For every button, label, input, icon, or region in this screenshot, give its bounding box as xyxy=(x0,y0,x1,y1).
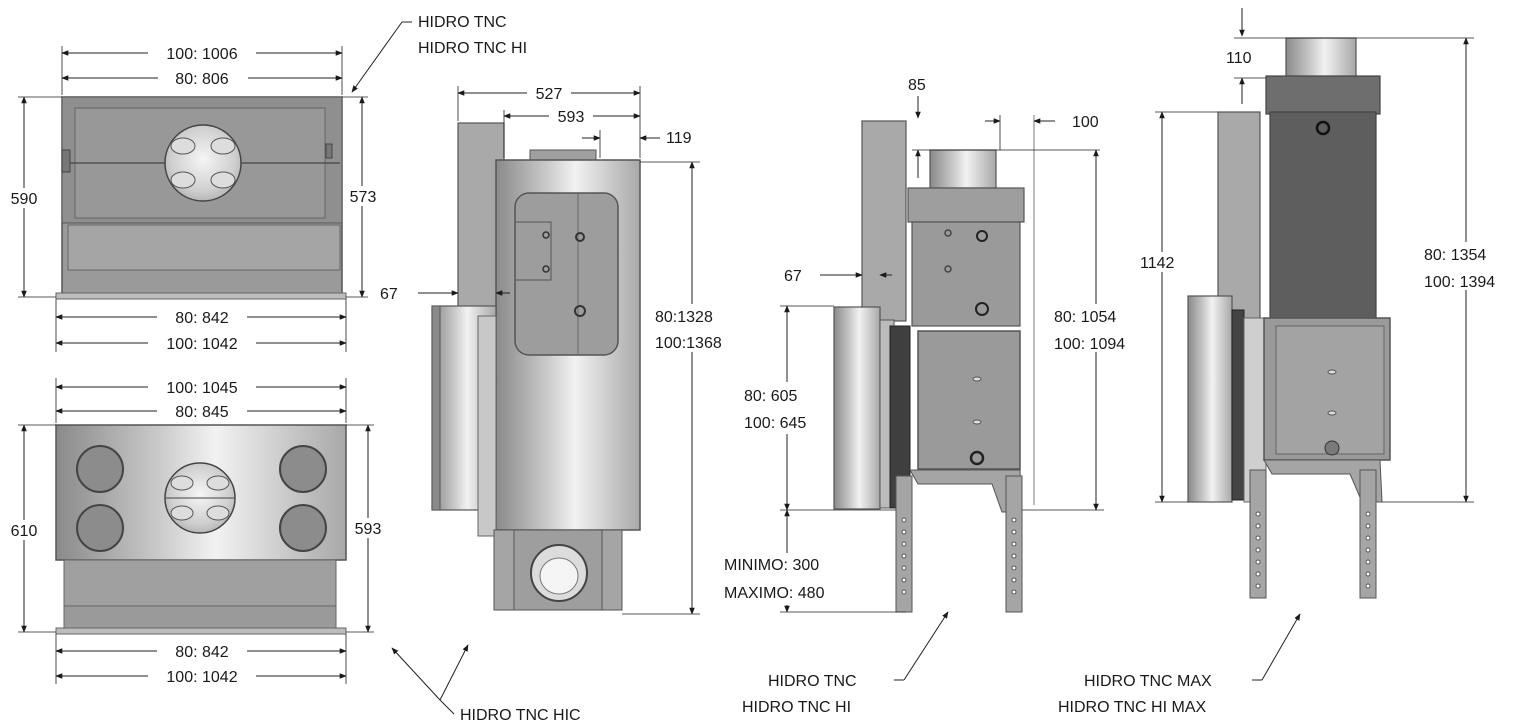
bottom-view: 100: 1045 80: 845 610 593 80: 842 100: 1… xyxy=(4,377,388,686)
max-flue-collar xyxy=(1285,37,1357,79)
bottom-height-right: 593 xyxy=(355,521,382,538)
bottom-base-100: 100: 1042 xyxy=(166,669,237,686)
tnc-side-67: 67 xyxy=(784,268,802,285)
max-extension xyxy=(1269,111,1377,323)
label-hidro-tnc-top: HIDRO TNC xyxy=(418,14,507,31)
max-top-110: 110 xyxy=(1226,50,1252,67)
bottom-width-80: 80: 845 xyxy=(175,404,228,421)
hic-height-100: 100:1368 xyxy=(655,335,722,352)
top-width-100: 100: 1006 xyxy=(166,46,237,63)
vent-openings xyxy=(76,445,327,552)
tnc-side-column xyxy=(861,120,907,322)
bottom-height-left: 610 xyxy=(11,523,38,540)
max-side-column xyxy=(1217,111,1261,321)
top-view-lower-panel xyxy=(67,224,341,271)
top-base-100: 100: 1042 xyxy=(166,336,237,353)
hic-flue-119: 119 xyxy=(666,130,692,147)
hic-width-527: 527 xyxy=(536,86,563,103)
label-hidro-tnc-bottom: HIDRO TNC xyxy=(768,673,857,690)
tnc-leg-max: MAXIMO: 480 xyxy=(724,585,825,602)
label-hidro-tnc-hi-max: HIDRO TNC HI MAX xyxy=(1058,699,1206,716)
top-height-right: 573 xyxy=(350,189,377,206)
tnc-flue-100: 100 xyxy=(1072,114,1099,131)
tnc-top-85: 85 xyxy=(908,77,926,94)
tnc-upper-body xyxy=(911,221,1021,327)
tnc-view: 85 100 67 80: 1054 100: 1094 80: 605 100… xyxy=(722,77,1144,716)
tnc-leg-min: MINIMO: 300 xyxy=(724,557,819,574)
max-leg-left xyxy=(1249,469,1267,599)
hic-width-593: 593 xyxy=(558,109,585,126)
tnc-door-80: 80: 605 xyxy=(744,388,797,405)
bottom-view-middle-panel xyxy=(63,559,337,607)
max-door-panel xyxy=(1187,295,1233,503)
hic-height-80: 80:1328 xyxy=(655,309,713,326)
bottom-width-100: 100: 1045 xyxy=(166,380,237,397)
label-hidro-tnc-hic: HIDRO TNC HIC xyxy=(460,707,581,724)
max-leg-right xyxy=(1359,469,1377,599)
tnc-lower-body xyxy=(917,330,1021,470)
hic-side-67: 67 xyxy=(380,286,398,303)
tnc-height-100: 100: 1094 xyxy=(1054,336,1125,353)
fan-grille xyxy=(164,124,242,202)
max-height-80: 80: 1354 xyxy=(1424,247,1486,264)
bottom-view-base-plate xyxy=(55,627,347,635)
top-base-80: 80: 842 xyxy=(175,310,228,327)
label-hidro-tnc-hi-bottom: HIDRO TNC HI xyxy=(742,699,851,716)
top-view-base-plate xyxy=(55,292,347,300)
tnc-door-panel xyxy=(833,306,881,510)
hic-front-window xyxy=(514,192,619,356)
hic-leg-left xyxy=(493,529,515,611)
max-view: 110 1142 80: 1354 100: 1394 HIDRO TNC MA… xyxy=(1058,8,1514,716)
top-view: 100: 1006 80: 806 590 573 80: 842 100: 1… xyxy=(4,14,527,353)
hic-leg-right xyxy=(601,529,623,611)
bottom-base-80: 80: 842 xyxy=(175,644,228,661)
label-hidro-tnc-max: HIDRO TNC MAX xyxy=(1084,673,1212,690)
max-panel-1142: 1142 xyxy=(1140,255,1175,272)
tnc-door-100: 100: 645 xyxy=(744,415,806,432)
label-hidro-tnc-hi-top: HIDRO TNC HI xyxy=(418,40,527,57)
tnc-flue-collar xyxy=(929,149,997,189)
hic-view: 527 593 119 67 80:1328 100:1368 HIDRO TN… xyxy=(380,83,737,724)
tnc-height-80: 80: 1054 xyxy=(1054,309,1116,326)
top-width-80: 80: 806 xyxy=(175,71,228,88)
max-top-block xyxy=(1265,75,1381,115)
top-height-left: 590 xyxy=(11,191,38,208)
max-height-100: 100: 1394 xyxy=(1424,274,1495,291)
